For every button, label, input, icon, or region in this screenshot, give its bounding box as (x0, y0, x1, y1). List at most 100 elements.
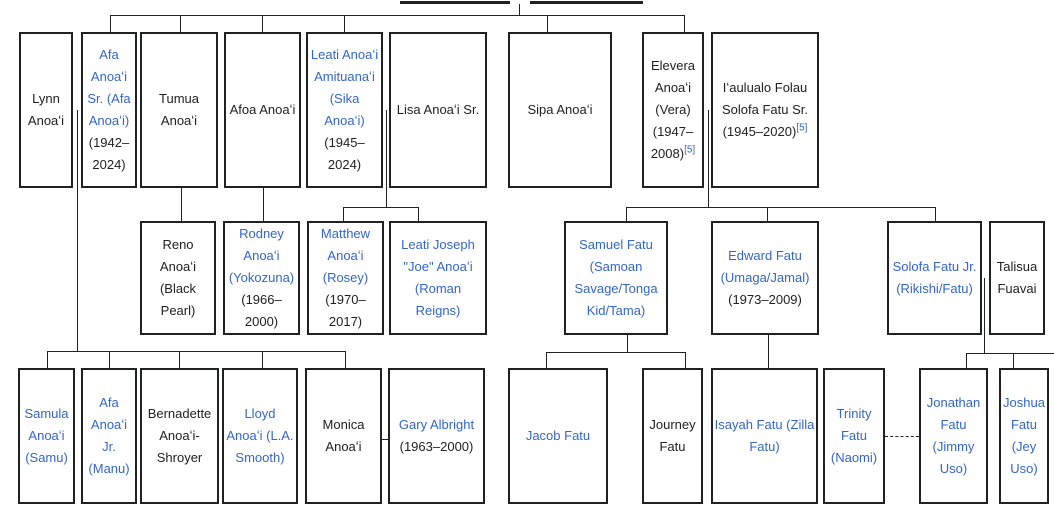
person-link-solofa-fatu-jr[interactable]: Solofa Fatu Jr. (Rikishi/Fatu) (892, 259, 977, 296)
cutoff-ancestor-box-right (530, 1, 643, 4)
connector-drop-lloyd (262, 351, 263, 368)
connector-fatu-children-line (626, 207, 935, 208)
person-box-journey-fatu: Journey Fatu (642, 368, 703, 504)
connector-samuel-to-children-line (627, 335, 628, 352)
connector-drop-samuel (626, 207, 627, 221)
person-link-samuel-fatu[interactable]: Samuel Fatu (Samoan Savage/Tonga Kid/Tam… (574, 237, 658, 318)
connector-gen1-sibling-line (110, 15, 684, 16)
person-label-lloyd-anoai: Lloyd Anoaʻi (L.A. Smooth) (225, 403, 295, 469)
connector-rikishi-children-line (966, 353, 1054, 354)
person-link-matthew-anoai[interactable]: Matthew Anoaʻi (Rosey) (320, 226, 371, 285)
person-label-sipa-anoai: Sipa Anoaʻi (511, 99, 609, 121)
person-text-iaulualo-folau-solofa-fatu-sr: Iʻaulualo Folau Solofa Fatu Sr. (1945–20… (722, 80, 808, 139)
connector-drop-elevera (684, 15, 685, 32)
connector-drop-solofa (935, 207, 936, 221)
person-label-jonathan-fatu: Jonathan Fatu (Jimmy Uso) (922, 392, 985, 480)
person-label-monica-anoai: Monica Anoaʻi (308, 414, 379, 458)
person-box-lisa-anoai-sr: Lisa Anoaʻi Sr. (389, 32, 487, 188)
person-label-elevera-anoai: Elevera Anoaʻi (Vera) (1947–2008)[5] (645, 55, 701, 165)
person-box-talisua-fuavai: Talisua Fuavai (989, 221, 1045, 335)
person-text-rodney-anoai: (1966–2000) (241, 292, 282, 329)
person-box-jonathan-fatu: Jonathan Fatu (Jimmy Uso) (919, 368, 988, 504)
person-link-rodney-anoai[interactable]: Rodney Anoaʻi (Yokozuna) (228, 226, 295, 285)
connector-lynn-afa-couple-line (77, 110, 78, 351)
person-label-leati-joseph-anoai: Leati Joseph "Joe" Anoaʻi (Roman Reigns) (392, 234, 484, 322)
person-link-afa-anoai-jr[interactable]: Afa Anoaʻi Jr. (Manu) (88, 395, 130, 476)
connector-ancestors-to-gen1-line (519, 4, 520, 15)
person-box-edward-fatu: Edward Fatu (Umaga/Jamal) (1973–2009) (711, 221, 819, 335)
connector-afoa-to-rodney-line (263, 188, 264, 221)
cutoff-ancestor-box-left (400, 1, 510, 4)
person-text-matthew-anoai: (1970–2017) (325, 292, 366, 329)
person-box-afoa-anoai: Afoa Anoaʻi (224, 32, 301, 188)
person-text-monica-anoai: Monica Anoaʻi (322, 417, 365, 454)
connector-drop-journey (685, 352, 686, 368)
person-box-solofa-fatu-jr: Solofa Fatu Jr. (Rikishi/Fatu) (887, 221, 982, 335)
person-label-rodney-anoai: Rodney Anoaʻi (Yokozuna) (1966–2000) (226, 223, 297, 333)
person-text-edward-fatu: (1973–2009) (728, 292, 802, 307)
person-box-lloyd-anoai: Lloyd Anoaʻi (L.A. Smooth) (222, 368, 298, 504)
person-box-leati-sika-anoai: Leati Anoaʻi Amituanaʻi (Sika Anoaʻi) (1… (306, 32, 383, 188)
person-box-matthew-anoai: Matthew Anoaʻi (Rosey) (1970–2017) (307, 221, 384, 335)
person-label-lynn-anoai: Lynn Anoaʻi (22, 88, 70, 132)
person-link-trinity-fatu[interactable]: Trinity Fatu (Naomi) (830, 406, 878, 465)
person-link-jonathan-fatu[interactable]: Jonathan Fatu (Jimmy Uso) (926, 395, 981, 476)
person-text-journey-fatu: Journey Fatu (649, 417, 696, 454)
connector-drop-bernadette (179, 351, 180, 368)
reference-link-elevera-anoai[interactable]: [5] (684, 144, 696, 156)
connector-drop-tumua (180, 15, 181, 32)
connector-drop-samula (47, 351, 48, 368)
person-box-rodney-anoai: Rodney Anoaʻi (Yokozuna) (1966–2000) (223, 221, 300, 335)
person-box-trinity-fatu: Trinity Fatu (Naomi) (823, 368, 885, 504)
person-label-reno-anoai: Reno Anoaʻi (Black Pearl) (143, 234, 213, 322)
person-box-samula-anoai: Samula Anoaʻi (Samu) (18, 368, 75, 504)
connector-tumua-to-reno-line (181, 188, 182, 221)
connector-trinity-jonathan-marriage-link (885, 436, 919, 437)
person-text-leati-sika-anoai: (1945–2024) (324, 135, 365, 172)
person-box-lynn-anoai: Lynn Anoaʻi (19, 32, 73, 188)
person-label-talisua-fuavai: Talisua Fuavai (992, 256, 1042, 300)
person-box-tumua-anoai: Tumua Anoaʻi (140, 32, 218, 188)
person-label-gary-albright: Gary Albright (1963–2000) (391, 414, 482, 458)
person-text-lisa-anoai-sr: Lisa Anoaʻi Sr. (396, 102, 480, 117)
person-label-afoa-anoai: Afoa Anoaʻi (227, 99, 298, 121)
person-link-leati-sika-anoai[interactable]: Leati Anoaʻi Amituanaʻi (Sika Anoaʻi) (310, 47, 379, 128)
person-label-lisa-anoai-sr: Lisa Anoaʻi Sr. (392, 99, 484, 121)
person-label-tumua-anoai: Tumua Anoaʻi (143, 88, 215, 132)
person-label-afa-anoai-jr: Afa Anoaʻi Jr. (Manu) (84, 392, 134, 480)
person-link-edward-fatu[interactable]: Edward Fatu (Umaga/Jamal) (720, 248, 810, 285)
person-label-joshua-fatu: Joshua Fatu (Jey Uso) (1002, 392, 1046, 480)
connector-drop-leati-joseph (418, 207, 419, 221)
person-text-elevera-anoai: Elevera Anoaʻi (Vera) (1947–2008) (650, 58, 696, 161)
person-box-sipa-anoai: Sipa Anoaʻi (508, 32, 612, 188)
person-text-talisua-fuavai: Talisua Fuavai (996, 259, 1038, 296)
person-label-solofa-fatu-jr: Solofa Fatu Jr. (Rikishi/Fatu) (890, 256, 979, 300)
person-label-afa-anoai-sr: Afa Anoaʻi Sr. (Afa Anoaʻi) (1942–2024) (84, 44, 134, 176)
person-box-reno-anoai: Reno Anoaʻi (Black Pearl) (140, 221, 216, 335)
person-label-samula-anoai: Samula Anoaʻi (Samu) (21, 403, 72, 469)
person-text-gary-albright: (1963–2000) (399, 439, 474, 454)
connector-drop-sika (344, 15, 345, 32)
connector-drop-joshua (1013, 353, 1014, 368)
person-box-bernadette-anoai-shroyer: Bernadette Anoaʻi-Shroyer (140, 368, 219, 504)
person-link-jacob-fatu[interactable]: Jacob Fatu (525, 428, 591, 443)
person-link-gary-albright[interactable]: Gary Albright (398, 417, 475, 432)
connector-solofa-talisua-couple-line (984, 278, 985, 353)
person-label-jacob-fatu: Jacob Fatu (511, 425, 605, 447)
person-link-leati-joseph-anoai[interactable]: Leati Joseph "Joe" Anoaʻi (Roman Reigns) (401, 237, 475, 318)
connector-drop-jacob (546, 352, 547, 368)
person-link-isayah-fatu[interactable]: Isayah Fatu (Zilla Fatu) (714, 417, 815, 454)
person-box-afa-anoai-sr: Afa Anoaʻi Sr. (Afa Anoaʻi) (1942–2024) (81, 32, 137, 188)
person-text-lynn-anoai: Lynn Anoaʻi (27, 91, 65, 128)
person-link-afa-anoai-sr[interactable]: Afa Anoaʻi Sr. (Afa Anoaʻi) (87, 47, 131, 128)
person-label-bernadette-anoai-shroyer: Bernadette Anoaʻi-Shroyer (143, 403, 216, 469)
person-box-leati-joseph-anoai: Leati Joseph "Joe" Anoaʻi (Roman Reigns) (389, 221, 487, 335)
person-box-iaulualo-folau-solofa-fatu-sr: Iʻaulualo Folau Solofa Fatu Sr. (1945–20… (711, 32, 819, 188)
person-link-joshua-fatu[interactable]: Joshua Fatu (Jey Uso) (1003, 395, 1045, 476)
person-label-iaulualo-folau-solofa-fatu-sr: Iʻaulualo Folau Solofa Fatu Sr. (1945–20… (714, 77, 816, 143)
person-label-journey-fatu: Journey Fatu (645, 414, 700, 458)
person-link-lloyd-anoai[interactable]: Lloyd Anoaʻi (L.A. Smooth) (226, 406, 294, 465)
reference-link-iaulualo-folau-solofa-fatu-sr[interactable]: [5] (796, 122, 808, 134)
person-link-samula-anoai[interactable]: Samula Anoaʻi (Samu) (24, 406, 69, 465)
